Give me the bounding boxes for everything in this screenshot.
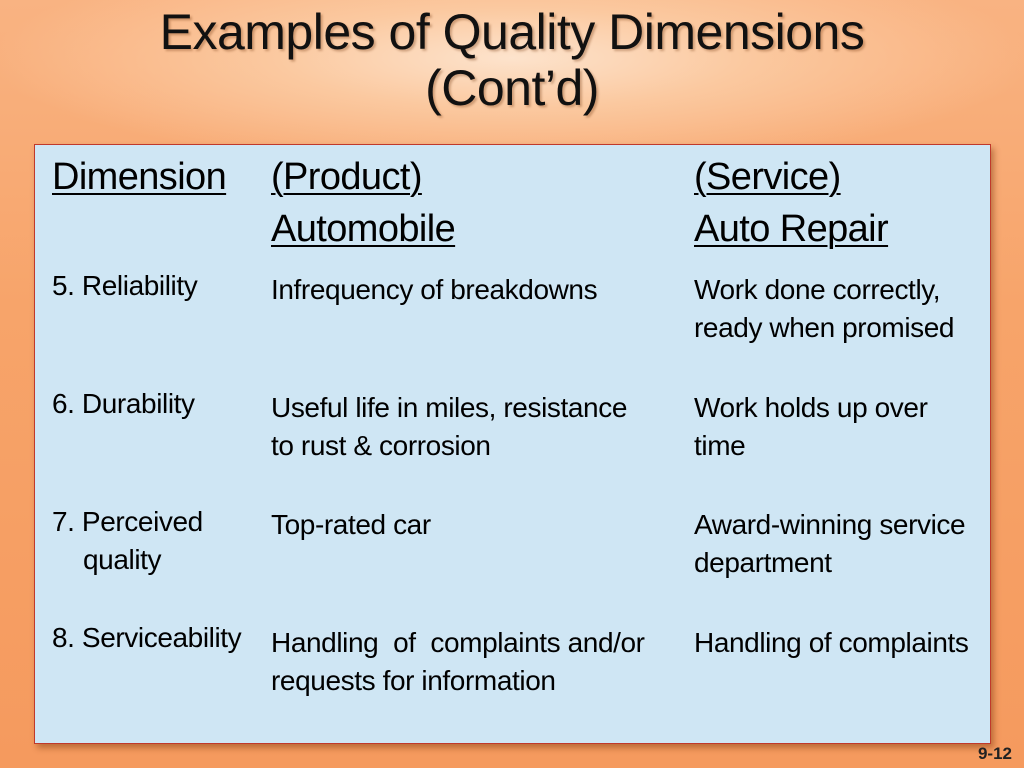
table-row-product: Top-rated car — [271, 509, 431, 540]
table-row-service: Work holds up over time — [694, 392, 928, 461]
table-row-dimension: 5. Reliability — [52, 270, 198, 301]
slide-title: Examples of Quality Dimensions (Cont’d) — [0, 4, 1024, 116]
table-row-service: Award-winning service department — [694, 509, 966, 578]
header-product-line-1: (Product) — [271, 156, 422, 198]
header-product: (Product) Automobile — [271, 151, 456, 255]
table-row-dimension: 7. Perceived quality — [52, 506, 203, 575]
slide-title-line-2: (Cont’d) — [425, 60, 599, 116]
header-service: (Service) Auto Repair — [694, 151, 889, 255]
table-row-dimension: 8. Serviceability — [52, 622, 242, 653]
header-service-line-2: Auto Repair — [694, 208, 889, 250]
table-row-product: Handling of complaints and/or requests f… — [271, 627, 645, 696]
table-row-service: Handling of complaints — [694, 627, 969, 658]
table-row-service: Work done correctly, ready when promised — [694, 274, 955, 343]
header-dimension: Dimension — [52, 156, 227, 198]
slide-title-line-1: Examples of Quality Dimensions — [159, 4, 865, 60]
header-service-line-1: (Service) — [694, 156, 841, 198]
table-row-product: Useful life in miles, resistance to rust… — [271, 392, 627, 461]
page-number: 9-12 — [977, 744, 1012, 763]
quality-dimensions-table: Dimension (Product) Automobile (Service)… — [34, 144, 991, 744]
table-row-dimension: 6. Durability — [52, 388, 195, 419]
table-row-product: Infrequency of breakdowns — [271, 274, 598, 305]
header-product-line-2: Automobile — [271, 208, 456, 250]
